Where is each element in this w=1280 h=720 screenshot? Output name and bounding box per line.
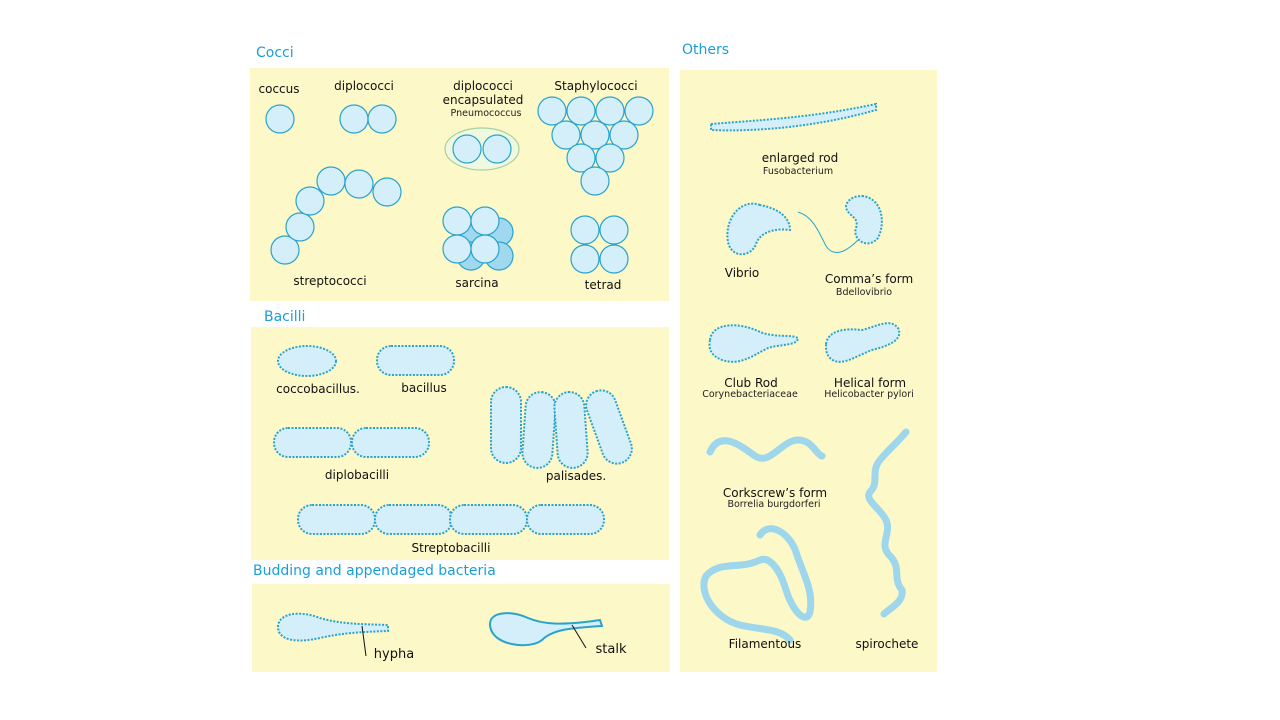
section-title-budding: Budding and appendaged bacteria bbox=[253, 563, 496, 579]
label-tetrad: tetrad bbox=[584, 278, 622, 292]
label-enlarged-rod: enlarged rod bbox=[761, 151, 839, 165]
label-fusobacterium: Fusobacterium bbox=[762, 166, 834, 177]
club-rod-shape bbox=[708, 324, 800, 363]
corkscrew-shape bbox=[706, 436, 826, 462]
comma-shape bbox=[844, 194, 883, 245]
label-corkscrew: Corkscrew’s form bbox=[722, 486, 828, 500]
label-club-rod: Club Rod bbox=[724, 376, 778, 390]
section-title-bacilli: Bacilli bbox=[264, 309, 306, 325]
label-filamentous: Filamentous bbox=[728, 637, 802, 651]
section-title-others: Others bbox=[682, 42, 730, 58]
label-helical-form: Helical form bbox=[833, 376, 907, 390]
enlarged-rod-shape bbox=[710, 102, 877, 132]
comma-flagellum bbox=[797, 211, 859, 254]
label-palisades: palisades. bbox=[545, 469, 607, 483]
label-staphylococci: Staphylococci bbox=[554, 79, 638, 93]
section-title-cocci: Cocci bbox=[256, 45, 294, 61]
label-stalk: stalk bbox=[595, 642, 627, 657]
label-pneumococcus: Pneumococcus bbox=[450, 108, 522, 119]
encapsulated-cell bbox=[452, 134, 482, 164]
label-sarcina: sarcina bbox=[455, 276, 499, 290]
helical-form-shape bbox=[824, 322, 901, 363]
spirochete-shape bbox=[865, 428, 910, 618]
label-streptobacilli: Streptobacilli bbox=[411, 541, 491, 555]
filamentous-shape bbox=[700, 525, 815, 644]
encapsulated-cell bbox=[482, 134, 512, 164]
label-bdellovibrio: Bdellovibrio bbox=[835, 287, 893, 298]
label-diplococci-encapsulated: diplococci encapsulated bbox=[442, 79, 524, 107]
label-hypha: hypha bbox=[373, 647, 415, 662]
label-diplococci: diplococci bbox=[334, 79, 394, 93]
label-bacillus: bacillus bbox=[401, 381, 447, 395]
label-coccobacillus: coccobacillus. bbox=[276, 382, 360, 396]
label-corynebacteriaceae: Corynebacteriaceae bbox=[702, 389, 798, 400]
label-borrelia: Borrelia burgdorferi bbox=[727, 499, 821, 510]
diplococci-cell bbox=[367, 104, 397, 134]
label-coccus: coccus bbox=[258, 82, 300, 96]
coccus-cell bbox=[265, 104, 295, 134]
diplococci-cell bbox=[339, 104, 369, 134]
label-streptococci: streptococci bbox=[293, 274, 367, 288]
vibrio-shape bbox=[726, 202, 792, 256]
label-spirochete: spirochete bbox=[855, 637, 919, 651]
label-vibrio: Vibrio bbox=[724, 266, 760, 280]
label-commas-form: Comma’s form bbox=[824, 272, 914, 286]
label-helicobacter: Helicobacter pylori bbox=[824, 389, 914, 400]
label-diplobacilli: diplobacilli bbox=[324, 468, 390, 482]
